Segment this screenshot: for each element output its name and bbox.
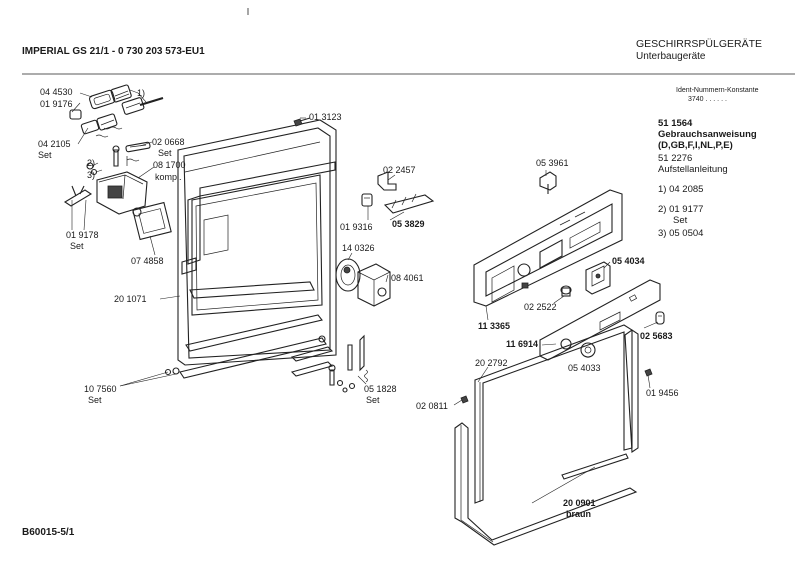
fascia-panel [539,279,661,361]
side-list: 51 1564 Gebrauchsanweisung (D,GB,F,I,NL,… [658,118,757,239]
side-note-3: 3) 05 0504 [658,228,704,239]
label-202792: 20 2792 [475,358,508,368]
label-022522: 02 2522 [524,302,557,312]
label-set-c: Set [70,241,84,251]
label-116914: 11 6914 [506,339,538,349]
knob-022522 [560,285,572,297]
footer-code: B60015-5/1 [22,527,75,538]
bracket-set-051828 [290,334,368,393]
ident-label: Ident-Nummern-Konstante [676,87,759,94]
label-019178: 01 9178 [66,230,99,240]
label-054034: 05 4034 [612,256,645,266]
appliance-category: GESCHIRRSPÜLGERÄTE [636,38,763,50]
screw-013123 [293,117,311,127]
label-set-d: Set [88,395,102,405]
door-inner-panel [177,119,337,366]
label-053829: 05 3829 [392,219,425,229]
clip-053961 [539,171,557,194]
side-note-2: 2) 01 9177 [658,204,704,215]
screw-020811 [460,395,469,404]
ident-value: 3740 . . . . . . [688,96,727,103]
control-panel-housing [473,189,623,307]
label-set-a: Set [38,150,52,160]
label-107560: 10 7560 [84,384,117,394]
label-201071: 20 1071 [114,294,147,304]
side-item-1-desc-a: Gebrauchsanweisung [658,129,757,140]
label-084061: 08 4061 [391,273,424,283]
side-item-2-number: 51 2276 [658,153,693,164]
label-019176: 01 9176 [40,99,73,109]
label-set-b: Set [158,148,172,158]
label-053961: 05 3961 [536,158,569,168]
label-113365: 11 3365 [478,321,510,331]
label-022457: 02 2457 [383,165,416,175]
side-item-1-number: 51 1564 [658,118,693,129]
label-020811: 02 0811 [416,401,448,411]
label-n1: 1) [137,88,145,98]
label-013123: 01 3123 [309,112,342,122]
hinge-parts [361,171,435,214]
part-labels: 04 4530 01 9176 04 2105 Set 1) 02 0668 S… [38,87,679,519]
label-042105: 04 2105 [38,139,71,149]
document-title: IMPERIAL GS 21/1 - 0 730 203 573-EU1 [22,46,205,57]
handle-assembly [63,84,172,241]
label-set-e: Set [366,395,380,405]
label-140326: 14 0326 [342,243,375,253]
label-n3: 3) [87,170,95,180]
label-020668: 02 0668 [152,137,185,147]
label-n2: 2) [87,158,95,168]
door-rails [164,314,327,379]
screw-019456 [644,368,653,377]
door-frame-outer [454,324,639,546]
label-braun: braun [566,509,591,519]
label-kompl: kompl. [155,172,182,182]
label-074858: 07 4858 [131,256,164,266]
side-note-2-set: Set [673,215,688,226]
side-item-2-desc: Aufstellanleitung [658,164,728,175]
drive-motor [335,258,391,307]
switch-054034 [585,261,611,295]
cap-025683 [655,311,665,325]
label-044530: 04 4530 [40,87,73,97]
label-019456: 01 9456 [646,388,679,398]
label-019316: 01 9316 [340,222,373,232]
label-081700: 08 1700 [153,160,186,170]
label-051828: 05 1828 [364,384,397,394]
side-note-1: 1) 04 2085 [658,184,704,195]
leader-lines [71,89,659,504]
label-200901: 20 0901 [563,498,596,508]
appliance-subcategory: Unterbaugeräte [636,51,706,62]
side-item-1-desc-b: (D,GB,F,I,NL,P,E) [658,140,733,151]
label-025683: 02 5683 [640,331,673,341]
label-054033: 05 4033 [568,363,601,373]
